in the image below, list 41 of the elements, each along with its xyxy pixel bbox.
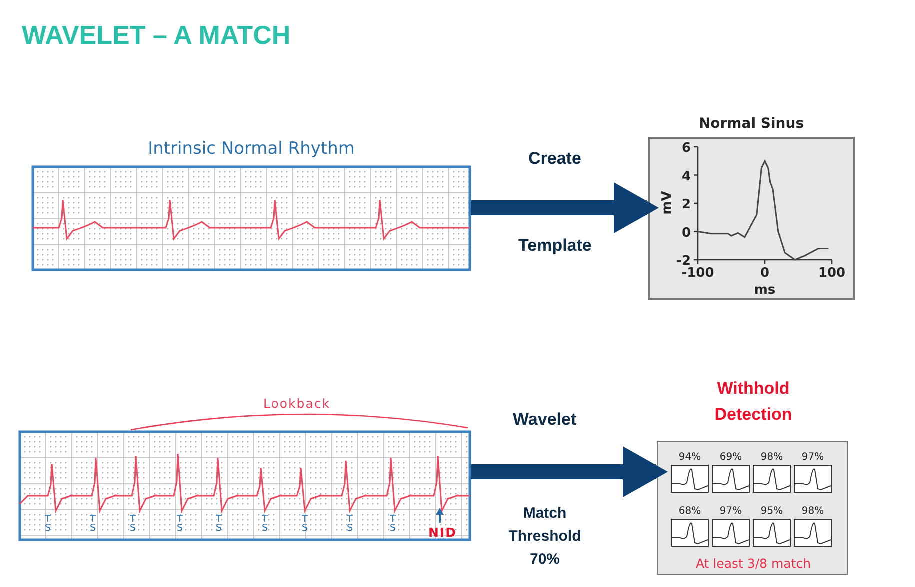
result-heading: Withhold Detection — [714, 378, 794, 426]
beat-marker: T S — [177, 515, 183, 533]
arrow — [471, 446, 668, 498]
beat-marker: T S — [90, 515, 96, 533]
beat-marker: T S — [262, 515, 268, 533]
arrow-label: Create — [528, 149, 582, 169]
tick-label: -2 — [676, 254, 691, 269]
beat-marker: T S — [347, 515, 353, 533]
tick-label: 2 — [682, 198, 691, 212]
marker-label: NID — [428, 525, 457, 540]
beat-marker: T S — [390, 515, 396, 533]
match-percent: 95% — [760, 506, 784, 517]
axis-label: mV — [660, 191, 675, 215]
match-percent: 68% — [678, 506, 702, 517]
chart-title: Normal Sinus — [698, 116, 806, 132]
arrow-label: Match Threshold 70% — [508, 504, 582, 570]
tick-label: -100 — [682, 266, 714, 281]
match-percent: 98% — [800, 506, 826, 517]
bracket-label: Lookback — [264, 396, 330, 411]
match-percent: 98% — [760, 452, 784, 463]
strip-heading: Intrinsic Normal Rhythm — [147, 139, 356, 159]
page-title: WAVELET – A MATCH — [22, 20, 291, 51]
tick-label: 0 — [682, 226, 691, 241]
beat-marker: T S — [302, 515, 308, 533]
tick-label: 100 — [818, 266, 846, 281]
tick-label: 6 — [682, 141, 691, 156]
arrow — [471, 182, 659, 234]
beat-marker: T S — [216, 515, 222, 533]
beat-marker: T S — [130, 515, 136, 533]
tick-label: 0 — [760, 266, 770, 281]
match-percent: 94% — [678, 452, 702, 463]
chart-panel — [648, 137, 855, 300]
match-rule-text: At least 3/8 match — [694, 556, 812, 571]
arrow-label: Wavelet — [513, 410, 577, 430]
match-percent: 97% — [718, 506, 744, 517]
match-percent: 97% — [800, 452, 826, 463]
tick-label: 4 — [682, 169, 691, 184]
beat-marker: T S — [45, 515, 51, 533]
match-percent: 69% — [718, 452, 744, 463]
axis-label: ms — [754, 283, 776, 298]
arrow-label: Template — [518, 236, 592, 256]
